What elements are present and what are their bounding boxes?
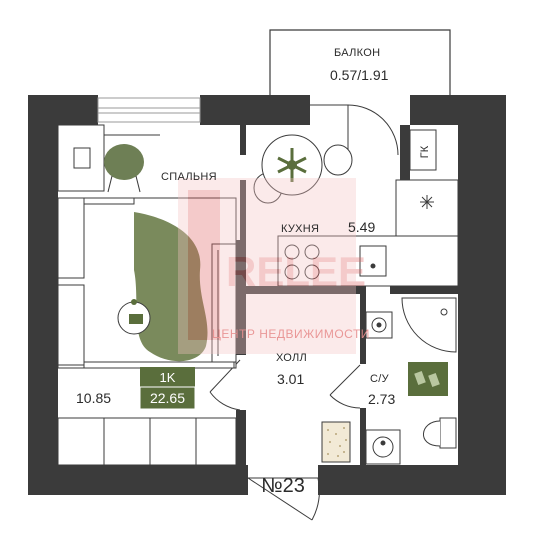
snowflake-icon: [420, 195, 434, 209]
bath-mat: [408, 362, 448, 396]
apartment-type: 1K: [160, 370, 176, 385]
summary-badge: 1K 22.65: [139, 367, 196, 410]
bench: [57, 417, 237, 466]
bedroom-name: СПАЛЬНЯ: [161, 171, 217, 183]
desk-area: [57, 124, 160, 192]
toilet-icon: [423, 417, 457, 449]
fan-icon: [365, 311, 393, 339]
kitchen-sink-icon: [359, 245, 387, 277]
shoe-mat: [321, 421, 351, 463]
balcony-name: БАЛКОН: [334, 47, 380, 59]
dining-table-icon: [253, 134, 353, 204]
wardrobe: [211, 243, 237, 363]
watermark: RELEE: [178, 178, 366, 354]
shower-tray: [401, 297, 457, 353]
inner-walls: [236, 125, 458, 465]
total-area: 22.65: [150, 390, 185, 406]
bathroom-name: С/У: [370, 373, 390, 385]
entrance-door: [247, 477, 320, 521]
hall-name: ХОЛЛ: [276, 352, 307, 364]
balcony-door: [310, 104, 399, 156]
bathroom-door: [329, 364, 361, 409]
stove-icon: [284, 244, 320, 280]
bathroom-area: 2.73: [368, 391, 395, 407]
balcony-area: 0.57/1.91: [330, 67, 389, 83]
rug: [134, 212, 208, 362]
kitchen-name: КУХНЯ: [281, 223, 319, 235]
kitchen-area: 5.49: [348, 219, 375, 235]
bathroom-sink-icon: [365, 429, 401, 465]
gas-cabinet-label: ГК: [419, 145, 431, 158]
watermark-caption: ЦЕНТР НЕДВИЖИМОСТИ: [212, 327, 370, 341]
watermark-brand: RELEE: [226, 248, 366, 295]
outer-walls: [28, 95, 506, 495]
bedroom-area: 10.85: [76, 390, 111, 406]
office-chair-icon: [104, 144, 144, 193]
balcony: [269, 29, 451, 95]
windows: [97, 97, 201, 123]
hall-area: 3.01: [277, 371, 304, 387]
unit-number: №23: [261, 475, 305, 497]
side-table-icon: [117, 299, 151, 335]
